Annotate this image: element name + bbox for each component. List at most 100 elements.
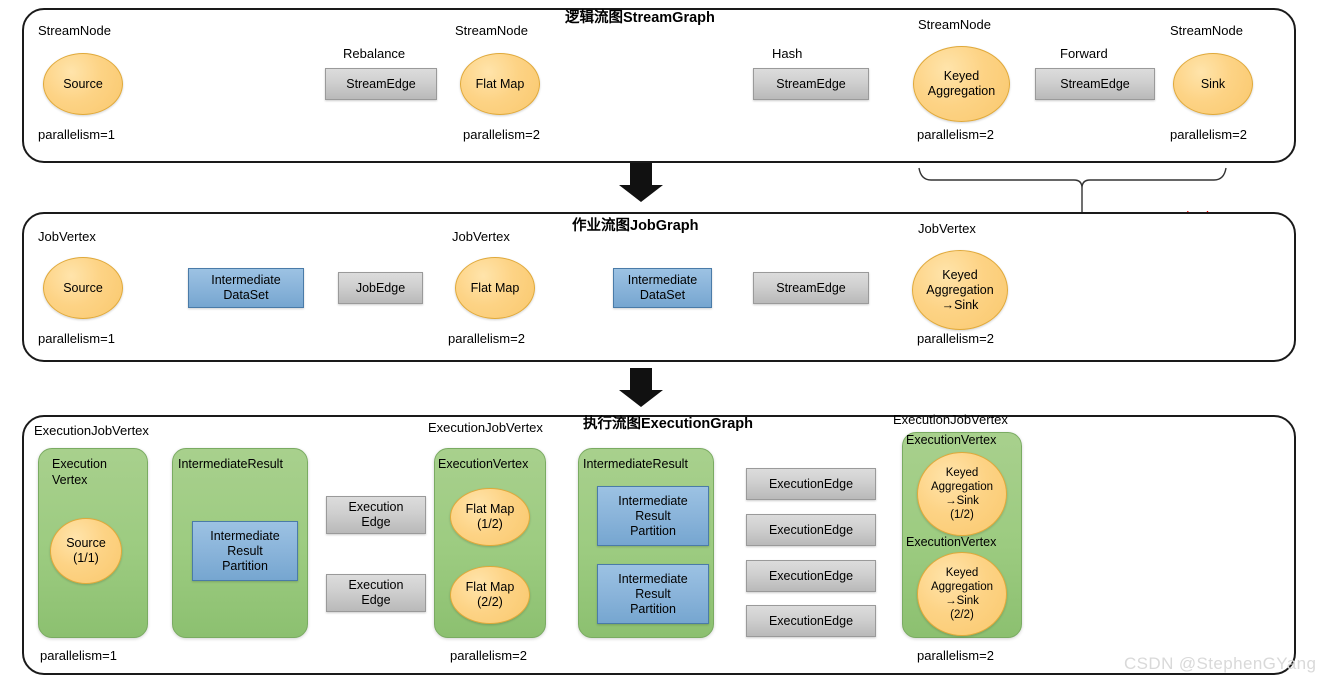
- execution-edge-1[interactable]: Execution Edge: [326, 496, 426, 534]
- parallelism-ejv-1: parallelism=1: [40, 648, 117, 663]
- group-execution-vertex-sink-2-label: ExecutionVertex: [906, 535, 997, 549]
- stream-edge-hash-label: StreamEdge: [776, 76, 846, 91]
- caption-streamnode-source: StreamNode: [38, 23, 111, 38]
- stream-graph-title: 逻辑流图StreamGraph: [565, 10, 715, 26]
- flow-arrow-2: [619, 368, 663, 407]
- irp-3-line3: Partition: [630, 601, 676, 616]
- group-execution-vertex-source-line1: Execution: [52, 457, 107, 471]
- irp-1-line1: Intermediate: [210, 528, 280, 543]
- group-intermediate-result-1-label: IntermediateResult: [178, 457, 283, 471]
- irp-2-line3: Partition: [630, 523, 676, 538]
- execution-node-keyed-agg-sink-1-2[interactable]: Keyed Aggregation →Sink (1/2): [917, 452, 1007, 536]
- job-edge-label: JobEdge: [355, 280, 406, 295]
- jobgraph-stream-edge[interactable]: StreamEdge: [753, 272, 869, 304]
- execution-node-flat-map-1-2-line2: (1/2): [477, 517, 503, 531]
- execution-node-keyed-agg-sink-1-2-line1: Keyed: [945, 467, 979, 479]
- stream-edge-hash[interactable]: StreamEdge: [753, 68, 869, 100]
- node-keyed-aggregation[interactable]: Keyed Aggregation: [913, 46, 1010, 122]
- jobvertex-flat-map-label: Flat Map: [470, 280, 520, 295]
- irp-2-line1: Intermediate: [618, 493, 688, 508]
- intermediate-result-partition-3[interactable]: Intermediate Result Partition: [597, 564, 709, 624]
- execution-node-source-1-1-line2: (1/1): [73, 551, 99, 565]
- execution-node-keyed-agg-sink-2-2-line1: Keyed: [945, 567, 979, 579]
- intermediate-result-partition-2[interactable]: Intermediate Result Partition: [597, 486, 709, 546]
- stream-edge-rebalance[interactable]: StreamEdge: [325, 68, 437, 100]
- execution-graph-title: 执行流图ExecutionGraph: [583, 416, 753, 432]
- caption-streamnode-flatmap: StreamNode: [455, 23, 528, 38]
- caption-executionjobvertex-1: ExecutionJobVertex: [34, 423, 149, 438]
- intermediate-dataset-1[interactable]: Intermediate DataSet: [188, 268, 304, 308]
- irp-2-line2: Result: [635, 508, 671, 523]
- intermediate-dataset-1-line2: DataSet: [223, 288, 269, 302]
- caption-jobvertex-sink: JobVertex: [918, 221, 976, 236]
- execution-edge-3[interactable]: ExecutionEdge: [746, 468, 876, 500]
- node-sink[interactable]: Sink: [1173, 53, 1253, 115]
- caption-partition-rebalance: Rebalance: [343, 46, 406, 61]
- execution-edge-4-label: ExecutionEdge: [768, 522, 854, 537]
- caption-executionjobvertex-2: ExecutionJobVertex: [428, 420, 543, 435]
- node-sink-label: Sink: [1200, 76, 1226, 91]
- node-flat-map-label: Flat Map: [475, 76, 525, 91]
- execution-node-keyed-agg-sink-2-2-line2: Aggregation: [930, 581, 994, 593]
- execution-node-source-1-1[interactable]: Source (1/1): [50, 518, 122, 584]
- execution-edge-2-line2: Edge: [361, 593, 391, 607]
- caption-partition-forward: Forward: [1060, 46, 1108, 61]
- node-source[interactable]: Source: [43, 53, 123, 115]
- execution-edge-4[interactable]: ExecutionEdge: [746, 514, 876, 546]
- group-execution-vertex-sink-1-label: ExecutionVertex: [906, 433, 997, 447]
- jobvertex-flat-map[interactable]: Flat Map: [455, 257, 535, 319]
- group-intermediate-result-2-label: IntermediateResult: [583, 457, 688, 471]
- intermediate-dataset-2-line2: DataSet: [639, 288, 686, 302]
- execution-node-flat-map-2-2[interactable]: Flat Map (2/2): [450, 566, 530, 624]
- caption-executionjobvertex-3: ExecutionJobVertex: [893, 412, 1008, 427]
- jobvertex-source[interactable]: Source: [43, 257, 123, 319]
- irp-3-line1: Intermediate: [618, 571, 688, 586]
- execution-node-flat-map-2-2-line2: (2/2): [477, 595, 503, 609]
- execution-node-keyed-agg-sink-2-2-line3: →Sink: [945, 595, 979, 607]
- job-graph-title: 作业流图JobGraph: [572, 218, 699, 234]
- jobvertex-keyed-agg-line1: Keyed: [942, 267, 978, 282]
- caption-streamnode-keyedagg: StreamNode: [918, 17, 991, 32]
- execution-edge-2[interactable]: Execution Edge: [326, 574, 426, 612]
- stream-edge-rebalance-label: StreamEdge: [346, 76, 416, 91]
- caption-partition-hash: Hash: [772, 46, 803, 61]
- jobvertex-keyed-agg-line3: →Sink: [941, 297, 979, 312]
- execution-node-source-1-1-line1: Source: [66, 536, 106, 550]
- intermediate-dataset-2[interactable]: Intermediate DataSet: [613, 268, 712, 308]
- execution-node-flat-map-1-2[interactable]: Flat Map (1/2): [450, 488, 530, 546]
- irp-3-line2: Result: [635, 586, 671, 601]
- execution-edge-6[interactable]: ExecutionEdge: [746, 605, 876, 637]
- jobvertex-keyed-agg-line2: Aggregation: [926, 282, 994, 297]
- parallelism-sink: parallelism=2: [1170, 127, 1247, 142]
- irp-1-line3: Partition: [222, 558, 268, 573]
- group-execution-vertex-flatmap-label: ExecutionVertex: [438, 457, 529, 471]
- node-flat-map[interactable]: Flat Map: [460, 53, 540, 115]
- execution-node-keyed-agg-sink-2-2-line4: (2/2): [950, 609, 974, 621]
- execution-edge-5[interactable]: ExecutionEdge: [746, 560, 876, 592]
- node-keyed-aggregation-line2: Aggregation: [927, 84, 996, 98]
- caption-jobvertex-source: JobVertex: [38, 229, 96, 244]
- intermediate-result-partition-1[interactable]: Intermediate Result Partition: [192, 521, 298, 581]
- parallelism-flatmap: parallelism=2: [463, 127, 540, 142]
- parallelism-ejv-3: parallelism=2: [917, 648, 994, 663]
- execution-node-flat-map-2-2-line1: Flat Map: [465, 580, 515, 594]
- stream-edge-forward[interactable]: StreamEdge: [1035, 68, 1155, 100]
- caption-jobvertex-flatmap: JobVertex: [452, 229, 510, 244]
- execution-node-keyed-agg-sink-2-2[interactable]: Keyed Aggregation →Sink (2/2): [917, 552, 1007, 636]
- node-source-label: Source: [63, 76, 103, 91]
- execution-edge-1-line2: Edge: [361, 515, 391, 529]
- execution-edge-1-line1: Execution: [348, 500, 404, 514]
- execution-node-keyed-agg-sink-1-2-line3: →Sink: [945, 495, 979, 507]
- intermediate-dataset-1-line1: Intermediate: [211, 273, 281, 287]
- execution-edge-6-label: ExecutionEdge: [768, 613, 854, 628]
- irp-1-line2: Result: [227, 543, 263, 558]
- parallelism-jobvertex-sink: parallelism=2: [917, 331, 994, 346]
- parallelism-ejv-2: parallelism=2: [450, 648, 527, 663]
- execution-node-keyed-agg-sink-1-2-line4: (1/2): [950, 509, 974, 521]
- jobvertex-keyed-aggregation-sink[interactable]: Keyed Aggregation →Sink: [912, 250, 1008, 330]
- job-edge[interactable]: JobEdge: [338, 272, 423, 304]
- caption-streamnode-sink: StreamNode: [1170, 23, 1243, 38]
- intermediate-dataset-2-line1: Intermediate: [627, 273, 698, 287]
- execution-edge-5-label: ExecutionEdge: [768, 568, 854, 583]
